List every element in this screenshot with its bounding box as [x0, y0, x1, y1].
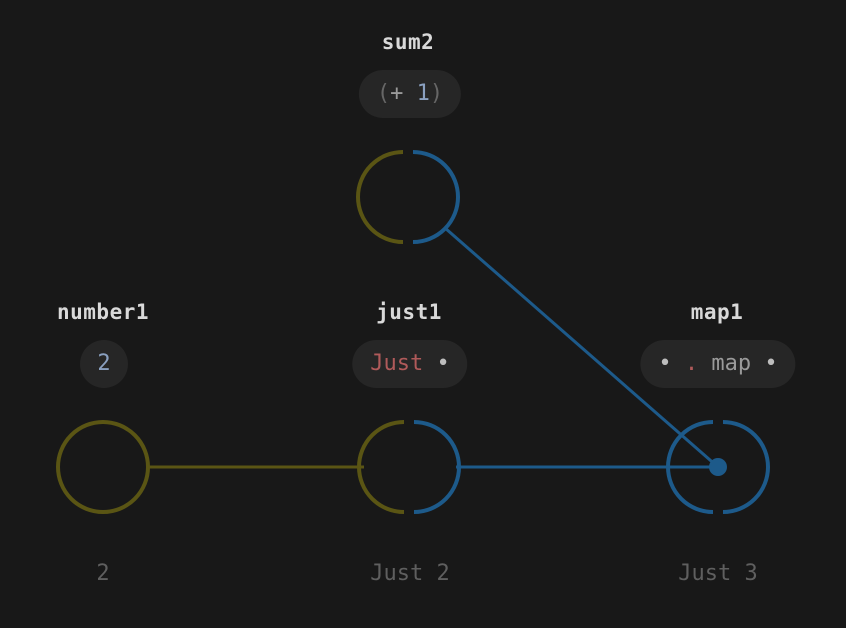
expr-hole[interactable]: •: [436, 351, 450, 376]
node-title-just1[interactable]: just1: [376, 300, 442, 324]
node-expr-map1[interactable]: • . map •: [640, 340, 796, 388]
node-sum2-port[interactable]: [356, 150, 460, 244]
expr-compose: .: [684, 351, 699, 376]
expr-open-paren: (: [376, 81, 391, 106]
node-result-just1: Just 2: [370, 561, 450, 586]
expr-constructor: Just: [370, 351, 424, 376]
node-expr-number1[interactable]: 2: [80, 340, 128, 388]
expr-close-paren: ): [429, 81, 444, 106]
node-title-number1[interactable]: number1: [56, 300, 150, 324]
link-sum2-map1: [444, 226, 719, 469]
node-title-sum2[interactable]: sum2: [381, 30, 435, 54]
node-expr-just1[interactable]: Just •: [352, 340, 468, 388]
expr-function: map: [711, 351, 752, 376]
node-number1-port[interactable]: [56, 420, 150, 514]
node-result-number1: 2: [96, 561, 110, 586]
node-expr-sum2[interactable]: (+ 1): [358, 70, 462, 118]
node-title-map1[interactable]: map1: [690, 300, 744, 324]
node-map1-port[interactable]: [666, 420, 770, 514]
expr-hole-left[interactable]: •: [658, 351, 672, 376]
link-endpoint-dot: [709, 458, 727, 476]
node-result-map1: Just 3: [678, 561, 758, 586]
expr-operator: +: [390, 81, 404, 106]
expr-arg: 1: [416, 81, 430, 106]
expr-hole-right[interactable]: •: [764, 351, 778, 376]
node-just1-port[interactable]: [357, 420, 461, 514]
